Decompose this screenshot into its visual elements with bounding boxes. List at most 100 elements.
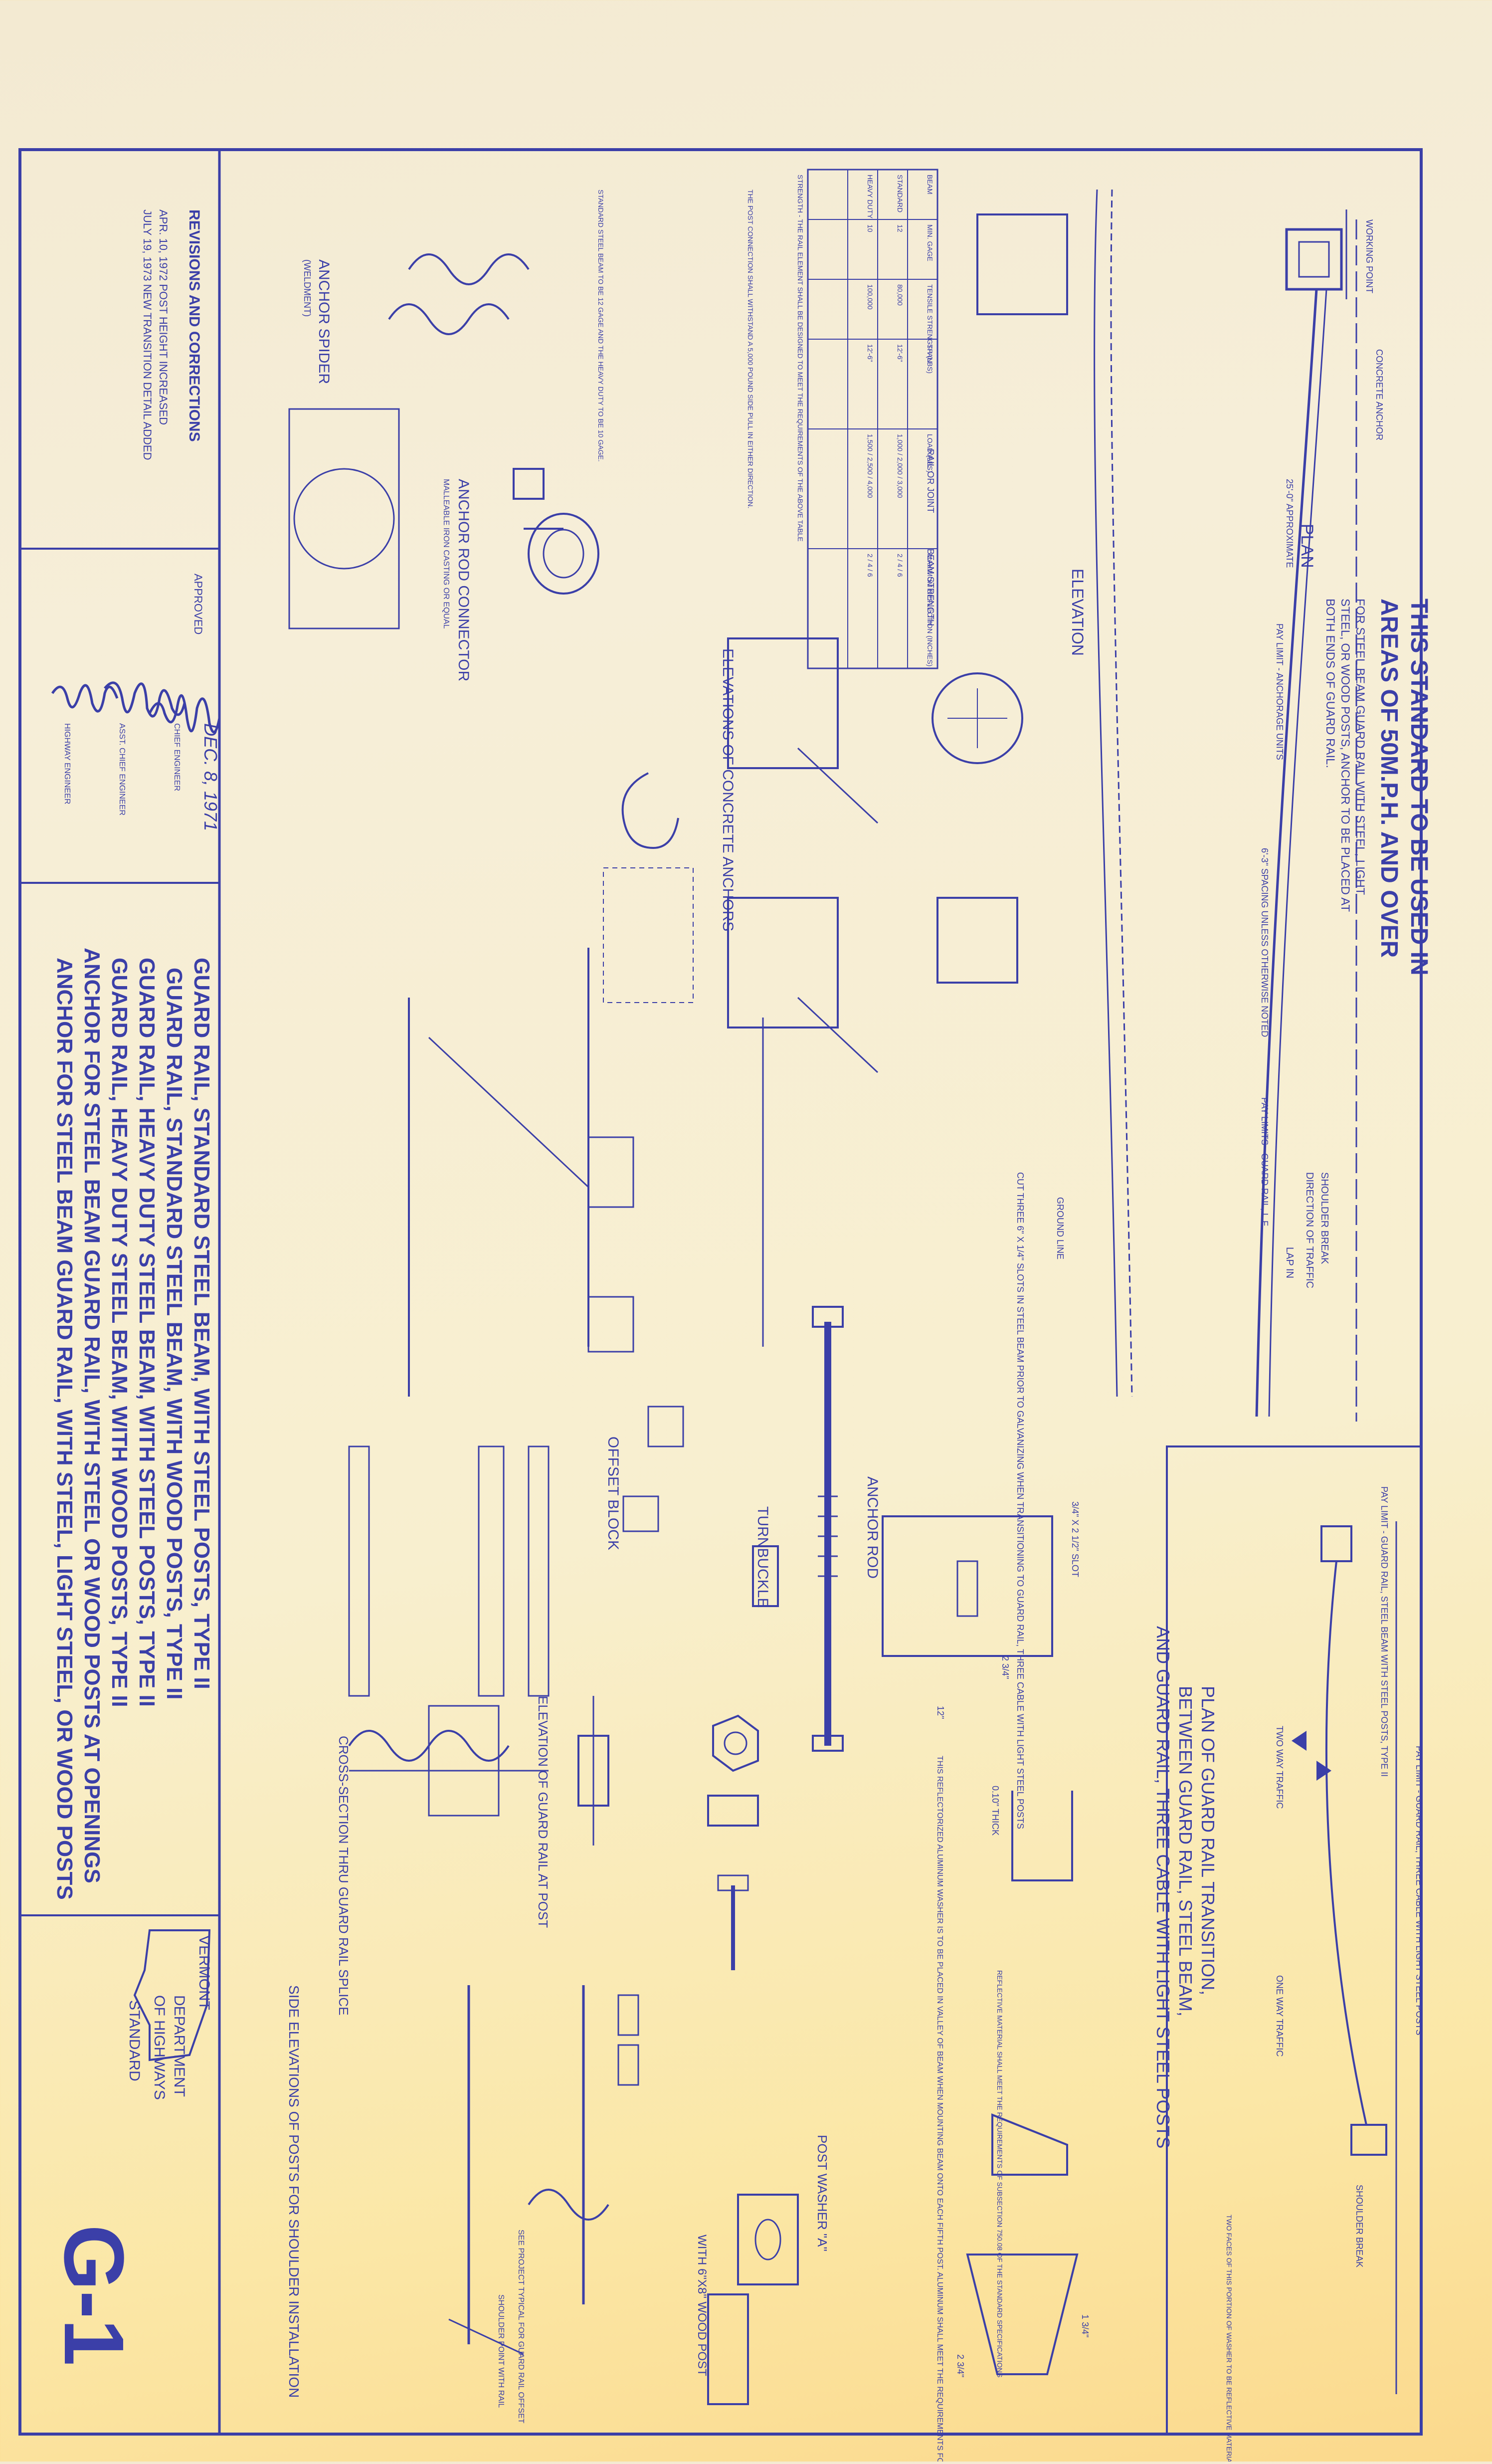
revision-1: APR. 10, 1972 POST HEIGHT INCREASED bbox=[157, 209, 170, 425]
transition-shoulder-break: SHOULDER BREAK bbox=[1354, 2185, 1364, 2267]
anchor-spider-sub: (WELDMENT) bbox=[302, 259, 312, 317]
transition-plan: PLAN OF GUARD RAIL TRANSITION, BETWEEN G… bbox=[1153, 1445, 1424, 2464]
reflective-material-note: REFLECTIVE MATERIAL SHALL MEET THE REQUI… bbox=[996, 1970, 1004, 2378]
state-name: VERMONT bbox=[196, 1935, 212, 2010]
dim-2-3-4-lower: 2 3/4" bbox=[955, 2354, 965, 2377]
shoulder-point-with-rail: SHOULDER POINT WITH RAIL bbox=[497, 2294, 505, 2408]
plate-dimension: 12" bbox=[935, 1706, 945, 1719]
pay-limit-three-cable: PAY LIMIT - GUARD RAIL, THREE CABLE WITH… bbox=[1414, 1746, 1424, 2035]
turnbuckle-label: TURNBUCKLE bbox=[754, 1506, 771, 1608]
highway-engineer-label: HIGHWAY ENGINEER bbox=[63, 723, 71, 804]
post-connection-note: THE POST CONNECTION SHALL WITHSTAND A 5,… bbox=[746, 190, 754, 508]
sheet-number: G-1 bbox=[46, 2225, 141, 2366]
anchor-spider-label: ANCHOR SPIDER bbox=[316, 259, 332, 384]
anchor-rod-connector: ANCHOR ROD CONNECTOR MALLEABLE IRON CAST… bbox=[442, 468, 679, 849]
concrete-anchor-label: CONCRETE ANCHOR bbox=[1374, 349, 1384, 440]
transition-title-2: BETWEEN GUARD RAIL, STEEL BEAM, bbox=[1175, 1686, 1196, 2017]
side-elevations-label: SIDE ELEVATIONS OF POSTS FOR SHOULDER IN… bbox=[286, 1985, 302, 2398]
side-elevation-posts: SIDE ELEVATIONS OF POSTS FOR SHOULDER IN… bbox=[286, 1985, 639, 2424]
direction-of-traffic-label: DIRECTION OF TRAFFIC bbox=[1304, 1172, 1315, 1288]
approved-date: DEC. 8, 1971 bbox=[200, 723, 221, 831]
revisions-heading: REVISIONS AND CORRECTIONS bbox=[186, 209, 202, 442]
header-note-line-3: FOR STEEL BEAM GUARD RAIL WITH STEEL, LI… bbox=[1353, 599, 1367, 895]
elevations-of-concrete-anchors: ELEVATIONS OF CONCRETE ANCHORS bbox=[720, 648, 736, 931]
table-row-1-gage: 12 bbox=[896, 224, 904, 232]
signature-chief bbox=[148, 694, 221, 734]
concrete-anchor-details: ELEVATIONS OF CONCRETE ANCHORS bbox=[720, 637, 1023, 1073]
anchor-spider: ANCHOR SPIDER (WELDMENT) bbox=[288, 253, 530, 629]
standard-label: STANDARD bbox=[126, 2000, 143, 2081]
shoulder-break-label: SHOULDER BREAK bbox=[1319, 1172, 1330, 1264]
reflector-note: THIS REFLECTORIZED ALUMINUM WASHER IS TO… bbox=[935, 1756, 944, 2462]
slot-dimension: 3/4" X 2 1/2" SLOT bbox=[1070, 1501, 1080, 1577]
approved-label: APPROVED bbox=[192, 574, 204, 634]
desc-line-3: GUARD RAIL, HEAVY DUTY STEEL BEAM, WITH … bbox=[135, 958, 159, 1707]
table-row-1-deflection: 2 / 4 / 6 bbox=[896, 554, 904, 577]
plan-label: PLAN bbox=[1298, 524, 1316, 568]
header-note: THIS STANDARD TO BE USED IN AREAS OF 50M… bbox=[1323, 599, 1432, 976]
desc-line-6: ANCHOR FOR STEEL BEAM GUARD RAIL, WITH S… bbox=[52, 958, 77, 1900]
header-note-line-4: STEEL, OR WOOD POSTS, ANCHOR TO BE PLACE… bbox=[1338, 599, 1352, 912]
anchor-rod-connector-sub: MALLEABLE IRON CASTING OR EQUAL bbox=[442, 479, 450, 629]
table-row-1-beam: STANDARD bbox=[896, 175, 904, 212]
transition-title-3: AND GUARD RAIL, THREE CABLE WITH LIGHT S… bbox=[1153, 1626, 1173, 2149]
sheet-border bbox=[18, 148, 1423, 2436]
two-faces-note: TWO FACES OF THIS PORTION OF WASHER TO B… bbox=[1225, 2215, 1233, 2462]
table-row-2-tensile: 100,000 bbox=[866, 284, 874, 310]
two-way-traffic-label: TWO WAY TRAFFIC bbox=[1275, 1726, 1285, 1809]
pay-limit-steel-beam: PAY LIMIT - GUARD RAIL, STEEL BEAM WITH … bbox=[1379, 1486, 1389, 1777]
table-header-load: LOAD (LBS) bbox=[926, 434, 934, 473]
revision-2: JULY 19, 1973 NEW TRANSITION DETAIL ADDE… bbox=[141, 209, 154, 460]
anchor-rod-connector-label: ANCHOR ROD CONNECTOR bbox=[455, 479, 472, 681]
bolt-hardware bbox=[707, 1714, 759, 1970]
table-header-beam: BEAM bbox=[926, 175, 934, 195]
asst-chief-engineer-label: ASST. CHIEF ENGINEER bbox=[118, 723, 126, 816]
cross-section-splice-label: CROSS-SECTION THRU GUARD RAIL SPLICE bbox=[336, 1736, 351, 2016]
table-note: STRENGTH - THE RAIL ELEMENT SHALL BE DES… bbox=[796, 175, 804, 542]
vermont-outline-icon bbox=[133, 1929, 211, 2061]
table-row-2-span: 12'-6" bbox=[866, 344, 874, 362]
cut-slots-note: CUT THREE 6" X 1/4" SLOTS IN STEEL BEAM … bbox=[1015, 1172, 1025, 1829]
lap-in-label: LAP IN bbox=[1284, 1247, 1295, 1278]
one-way-traffic-label: ONE WAY TRAFFIC bbox=[1275, 1975, 1285, 2056]
signature-highway bbox=[51, 684, 119, 713]
beam-strength: BEAM STRENGTH bbox=[926, 549, 935, 626]
table-row-1-tensile: 80,000 bbox=[896, 284, 904, 306]
dim-1-3-4: 1 3/4" bbox=[1080, 2314, 1090, 2337]
desc-line-4: GUARD RAIL, HEAVY DUTY STEEL BEAM, WITH … bbox=[107, 958, 132, 1707]
header-note-line-1: THIS STANDARD TO BE USED IN bbox=[1406, 599, 1432, 976]
dim-2-3-4-upper: 2 3/4" bbox=[1000, 1656, 1010, 1679]
working-point-label: WORKING POINT bbox=[1364, 219, 1374, 293]
chief-engineer-label: CHIEF ENGINEER bbox=[173, 723, 181, 791]
title-block: REVISIONS AND CORRECTIONS APR. 10, 1972 … bbox=[20, 150, 221, 2434]
signature-asst bbox=[104, 681, 186, 718]
table-row-2-gage: 10 bbox=[866, 224, 874, 232]
anchor-rod-label: ANCHOR ROD bbox=[864, 1476, 881, 1579]
table-row-2-load: 1,500 / 2,500 / 4,000 bbox=[866, 434, 874, 498]
table-header-gage: MIN. GAGE bbox=[926, 224, 934, 261]
table-row-2-deflection: 2 / 4 / 6 bbox=[866, 554, 874, 577]
header-note-line-5: BOTH ENDS OF GUARD RAIL. bbox=[1323, 599, 1337, 768]
standard-beam-note: STANDARD STEEL BEAM TO BE 12 GAGE AND TH… bbox=[597, 190, 605, 462]
see-project-typical: SEE PROJECT TYPICAL FOR GUARD RAIL OFFSE… bbox=[517, 2230, 525, 2424]
table-row-1-load: 1,000 / 2,000 / 3,000 bbox=[896, 434, 904, 498]
anchor-rod-detail: ANCHOR ROD TURNBUCKLE bbox=[752, 1306, 881, 1752]
spacing-note: 6'-3" SPACING UNLESS OTHERWISE NOTED bbox=[1260, 848, 1270, 1037]
wood-post-label: WITH 6"X8" WOOD POST bbox=[695, 2235, 709, 2376]
rail-or-joint: RAIL OR JOINT bbox=[926, 449, 935, 513]
table-header-tensile: TENSILE STRENGTH (LBS) bbox=[926, 284, 934, 374]
beam-strength-table: RAIL OR JOINT BEAM STRENGTH BEAM MIN. GA… bbox=[597, 169, 938, 669]
table-header-deflection: MAXIMUM DEFLECTION (INCHES) bbox=[926, 554, 934, 666]
pay-limits-guard-rail: PAY LIMITS - GUARD RAIL, L.F. bbox=[1260, 1097, 1270, 1228]
desc-line-1: GUARD RAIL, STANDARD STEEL BEAM, WITH ST… bbox=[189, 958, 214, 1689]
of-highways-label: OF HIGHWAYS bbox=[151, 1995, 168, 2100]
transition-title-1: PLAN OF GUARD RAIL TRANSITION, bbox=[1198, 1686, 1218, 1995]
desc-line-2: GUARD RAIL, STANDARD STEEL BEAM, WITH WO… bbox=[162, 968, 186, 1700]
elevation-view: ELEVATION CUT THREE 6" X 1/4" SLOTS IN S… bbox=[976, 189, 1133, 1829]
post-washer-a: POST WASHER "A" WITH 6"X8" WOOD POST bbox=[695, 2135, 830, 2405]
thickness-dim: 0.10" THICK bbox=[990, 1786, 1000, 1836]
approximate-dim: 25'-0" APPROXIMATE bbox=[1285, 479, 1295, 568]
offset-block-label: OFFSET BLOCK bbox=[605, 1437, 621, 1550]
anchor-post-elevation bbox=[408, 867, 764, 1397]
